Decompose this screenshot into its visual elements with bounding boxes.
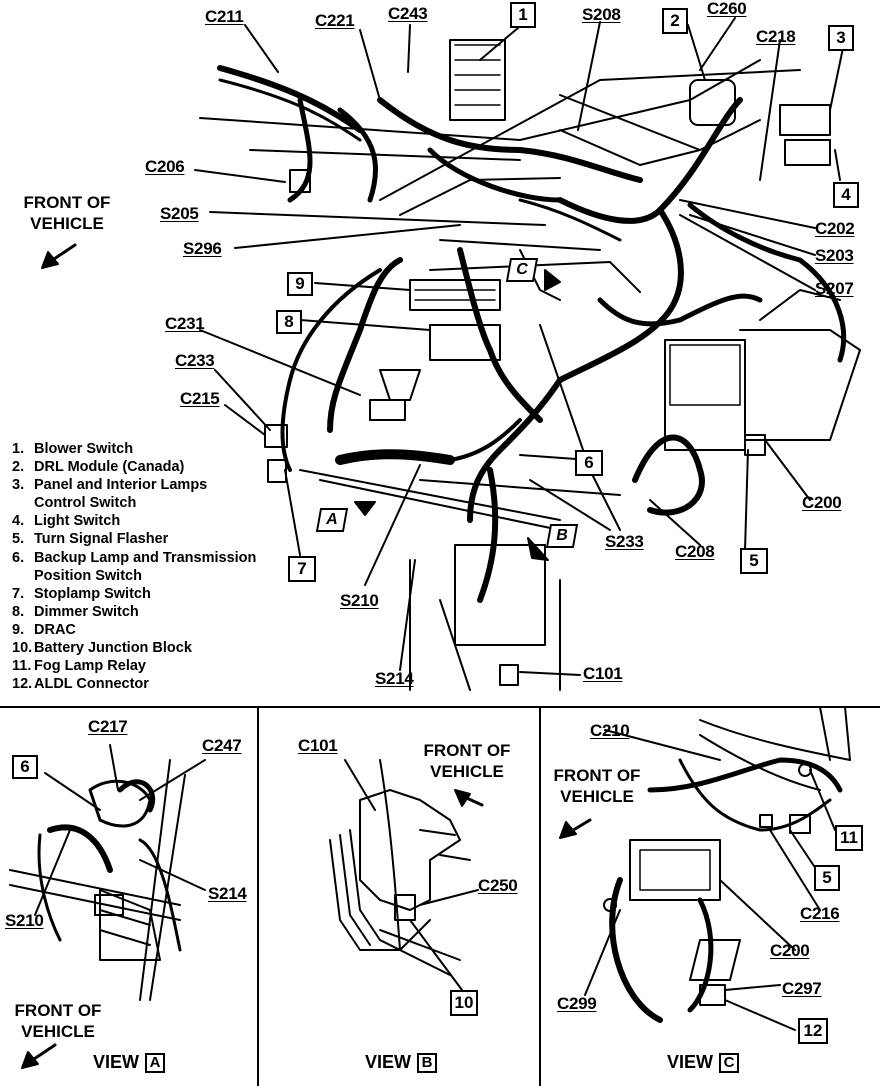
front-of-vehicle-line2: VEHICLE — [560, 787, 634, 806]
callout-box-7: 7 — [288, 556, 316, 582]
view-word: VIEW — [93, 1052, 140, 1072]
view-word: VIEW — [365, 1052, 412, 1072]
callout-box-2: 2 — [662, 8, 688, 34]
view-c-front-of-vehicle: FRONT OF VEHICLE — [542, 765, 652, 807]
callout-box-6: 6 — [575, 450, 603, 476]
view-a-connector-c217: C217 — [88, 717, 128, 736]
legend-item: 8.Dimmer Switch — [12, 603, 139, 620]
callout-box-5: 5 — [740, 548, 768, 574]
connector-c101: C101 — [583, 664, 623, 683]
connector-c233: C233 — [175, 351, 215, 370]
view-c-callout-box-5: 5 — [814, 865, 840, 891]
connector-s207: S207 — [815, 279, 854, 298]
connector-c260: C260 — [707, 0, 747, 18]
legend-item: 1.Blower Switch — [12, 441, 134, 457]
legend-item: 10.Battery Junction Block — [12, 640, 192, 657]
front-of-vehicle-line1: FRONT OF — [553, 766, 641, 785]
connector-s203: S203 — [815, 246, 854, 265]
view-b-label: VIEW B — [365, 1052, 438, 1073]
legend-item-continued: Position Switch — [34, 567, 142, 584]
legend-item: 3.Panel and Interior Lamps — [12, 477, 208, 494]
view-c-callout-box-12: 12 — [798, 1018, 828, 1044]
callout-box-9: 9 — [287, 272, 313, 296]
legend-item: 12.ALDL Connector — [12, 676, 149, 693]
callout-box-3: 3 — [828, 25, 854, 51]
component-legend: 1.Blower Switch 2.DRL Module (Canada) 3.… — [12, 440, 256, 693]
view-pointer-c: C — [505, 258, 539, 282]
view-pointer-b: B — [545, 524, 579, 548]
callout-box-1: 1 — [510, 2, 536, 28]
legend-item: 6.Backup Lamp and Transmission — [12, 549, 257, 566]
view-a-connector-s214: S214 — [208, 884, 247, 903]
connector-s233: S233 — [605, 532, 644, 551]
view-letter-box: B — [417, 1052, 438, 1073]
view-c-connector-c299: C299 — [557, 994, 597, 1013]
connector-c215: C215 — [180, 389, 220, 408]
connector-s208: S208 — [582, 5, 621, 24]
view-a-callout-box-6: 6 — [12, 755, 38, 779]
view-letter-box: A — [145, 1052, 166, 1073]
front-of-vehicle-line2: VEHICLE — [30, 214, 104, 233]
view-c-connector-c216: C216 — [800, 904, 840, 923]
view-a-connector-c247: C247 — [202, 736, 242, 755]
front-of-vehicle-line1: FRONT OF — [14, 1001, 102, 1020]
front-of-vehicle-line1: FRONT OF — [23, 193, 111, 212]
view-a-connector-s210: S210 — [5, 911, 44, 930]
view-c-connector-c200: C200 — [770, 941, 810, 960]
connector-c231: C231 — [165, 314, 205, 333]
view-a-front-of-vehicle: FRONT OF VEHICLE — [8, 1000, 108, 1042]
callout-box-4: 4 — [833, 182, 859, 208]
legend-item: 5.Turn Signal Flasher — [12, 531, 169, 548]
view-word: VIEW — [667, 1052, 714, 1072]
view-c-callout-box-11: 11 — [835, 825, 863, 851]
connector-c218: C218 — [756, 27, 796, 46]
view-pointer-a: A — [315, 508, 349, 532]
view-b-connector-c101: C101 — [298, 736, 338, 755]
front-of-vehicle-line2: VEHICLE — [430, 762, 504, 781]
front-of-vehicle-line2: VEHICLE — [21, 1022, 95, 1041]
view-b-connector-c250: C250 — [478, 876, 518, 895]
connector-c206: C206 — [145, 157, 185, 176]
connector-c208: C208 — [675, 542, 715, 561]
connector-s205: S205 — [160, 204, 199, 223]
legend-item: 7.Stoplamp Switch — [12, 585, 151, 602]
legend-item: 11.Fog Lamp Relay — [12, 658, 146, 675]
front-of-vehicle-line1: FRONT OF — [423, 741, 511, 760]
legend-item-continued: Control Switch — [34, 495, 137, 512]
view-c-connector-c210: C210 — [590, 721, 630, 740]
view-b-front-of-vehicle: FRONT OF VEHICLE — [412, 740, 522, 782]
view-a-label: VIEW A — [93, 1052, 166, 1073]
connector-c211: C211 — [205, 7, 244, 26]
view-b-callout-box-10: 10 — [450, 990, 478, 1016]
connector-s296: S296 — [183, 239, 222, 258]
front-of-vehicle-main: FRONT OF VEHICLE — [12, 192, 122, 234]
connector-c202: C202 — [815, 219, 855, 238]
view-letter-box: C — [719, 1052, 740, 1073]
connector-c221: C221 — [315, 11, 355, 30]
legend-item: 9.DRAC — [12, 621, 76, 638]
connector-c200: C200 — [802, 493, 842, 512]
connector-s210: S210 — [340, 591, 379, 610]
legend-item: 4.Light Switch — [12, 513, 121, 530]
view-c-label: VIEW C — [667, 1052, 740, 1073]
legend-item: 2.DRL Module (Canada) — [12, 459, 185, 476]
connector-c243: C243 — [388, 4, 428, 23]
connector-s214: S214 — [375, 669, 414, 688]
callout-box-8: 8 — [276, 310, 302, 334]
view-c-connector-c297: C297 — [782, 979, 822, 998]
